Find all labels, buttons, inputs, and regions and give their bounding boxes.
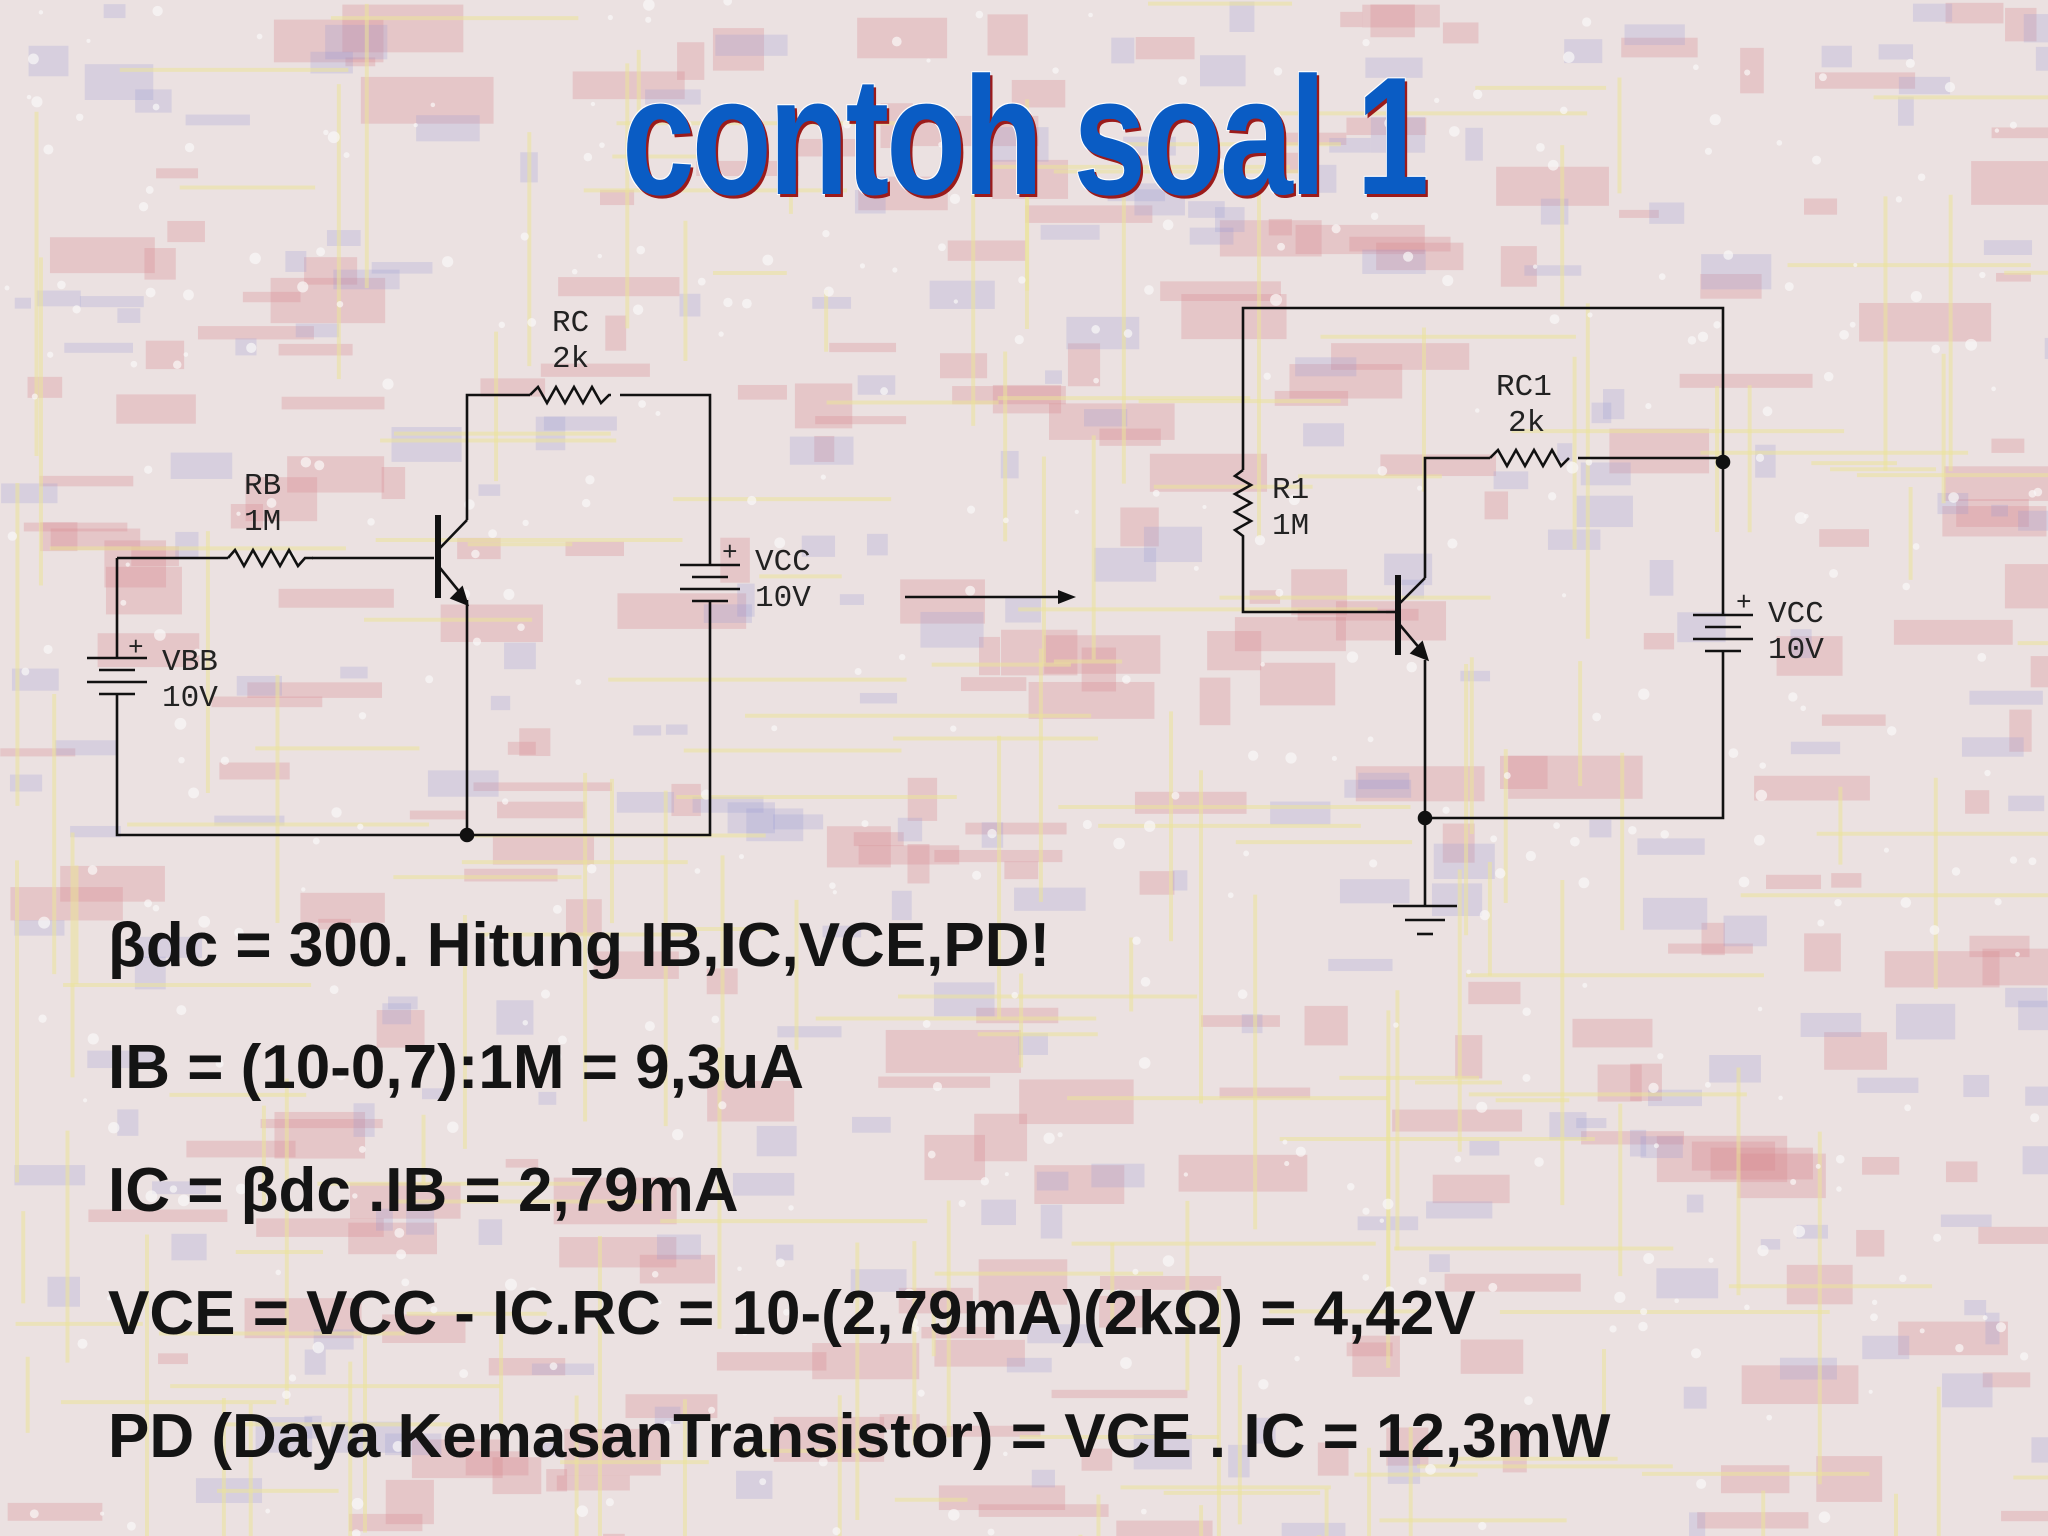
circuit-right <box>1232 306 1753 936</box>
labels-right: R1 1M RC1 2k + VCC 10V <box>1272 370 1824 668</box>
slide-title: contoh soal 1 <box>621 42 1429 230</box>
ground-icon <box>1393 818 1457 936</box>
label-rb-value: 1M <box>244 505 281 540</box>
battery-vcc-left <box>680 555 740 615</box>
label-rc-name: RC <box>552 306 589 341</box>
wire-collector-right <box>1423 456 1725 820</box>
label-vbb-value: 10V <box>162 681 218 716</box>
labels-left: RB 1M RC 2k + VBB 10V + VCC 10V <box>128 306 811 716</box>
label-vcc-right-plus: + <box>1736 588 1752 618</box>
arrow-icon <box>905 590 1076 604</box>
wire-top-loop <box>1241 306 1725 614</box>
label-vbb-name: VBB <box>162 645 218 680</box>
equation-ic: IC = βdc .IB = 2,79mA <box>108 1156 739 1225</box>
label-rc-value: 2k <box>552 342 589 377</box>
equation-vce: VCE = VCC - IC.RC = 10-(2,79mA)(2kΩ) = 4… <box>108 1279 1476 1348</box>
label-r1-value: 1M <box>1272 509 1309 544</box>
transistor-left <box>435 515 470 607</box>
label-vbb-plus: + <box>128 633 144 663</box>
label-r1-name: R1 <box>1272 473 1309 508</box>
label-rc1-name: RC1 <box>1496 370 1552 405</box>
wire-collector-loop <box>465 393 712 837</box>
resistor-rc1 <box>1489 447 1570 469</box>
equation-pd: PD (Daya KemasanTransistor) = VCE . IC =… <box>108 1402 1611 1471</box>
label-vcc-left-name: VCC <box>755 545 811 580</box>
equation-ib: IB = (10-0,7):1M = 9,3uA <box>108 1033 805 1102</box>
resistor-r1 <box>1232 468 1254 540</box>
resistor-rb <box>227 547 313 569</box>
transistor-right <box>1386 575 1430 662</box>
label-vcc-left-value: 10V <box>755 581 811 616</box>
equation-given: βdc = 300. Hitung IB,IC,VCE,PD! <box>108 911 1051 980</box>
label-vcc-left-plus: + <box>722 538 738 568</box>
resistor-rc <box>529 384 611 406</box>
label-rb-name: RB <box>244 469 281 504</box>
label-vcc-right-name: VCC <box>1768 597 1824 632</box>
battery-vcc-right <box>1693 603 1753 665</box>
label-vcc-right-value: 10V <box>1768 633 1824 668</box>
circuit-left <box>87 384 740 843</box>
wire-base-loop <box>115 556 467 837</box>
battery-vbb <box>87 648 147 708</box>
label-rc1-value: 2k <box>1508 406 1545 441</box>
